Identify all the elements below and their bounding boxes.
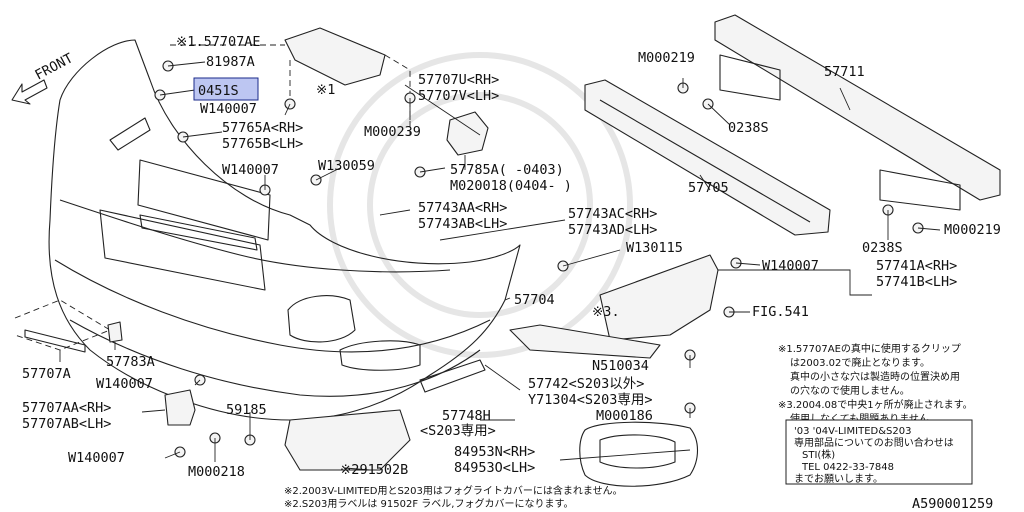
label-0451s: 0451S: [198, 83, 239, 99]
label-w140007-c: W140007: [762, 258, 819, 274]
label-57765b: 57765B<LH>: [222, 136, 303, 152]
label-57707a: 57707A: [22, 366, 71, 382]
label-57748h: 57748H: [442, 408, 491, 424]
svg-text:※3.2004.08で中央1ヶ所が廃止されます。: ※3.2004.08で中央1ヶ所が廃止されます。: [778, 398, 973, 411]
highlight-0451s: [193, 77, 259, 101]
front-arrow-icon: [11, 79, 48, 105]
label-m020018: M020018(0404- ): [450, 178, 572, 194]
label-fig541: FIG.541: [752, 304, 809, 320]
bracket-57707aa: [164, 389, 196, 426]
label-57707ae: ※1.57707AE: [176, 34, 260, 50]
label-57707v: 57707V<LH>: [418, 88, 499, 104]
label-57711: 57711: [824, 64, 865, 80]
label-note1-mark: ※1: [316, 82, 335, 98]
side-strip-57748h: [419, 359, 486, 393]
label-m000219-top: M000219: [638, 50, 695, 66]
label-57707aa: 57707AA<RH>: [22, 400, 111, 416]
label-81987a: 81987A: [206, 54, 255, 70]
label-57743ac: 57743AC<RH>: [568, 206, 657, 222]
watermark-emblem: [327, 52, 633, 358]
grille-strip: [137, 159, 271, 241]
label-57785a: 57785A( -0403): [450, 162, 564, 178]
label-w140007-e: W140007: [68, 450, 125, 466]
label-57783a: 57783A: [106, 354, 155, 370]
label-57707u: 57707U<RH>: [418, 72, 499, 88]
fog-cover-84953: [579, 421, 699, 487]
front-label: FRONT: [32, 50, 75, 83]
label-m000186: M000186: [596, 408, 653, 424]
label-291502b: ※291502B: [340, 462, 408, 478]
label-59185: 59185: [226, 402, 267, 418]
leader-lines: [59, 61, 941, 471]
label-w140007-b: W140007: [222, 162, 279, 178]
label-s203-only: <S203専用>: [420, 423, 496, 439]
label-57742: 57742<S203以外>: [528, 376, 644, 392]
label-57707ab: 57707AB<LH>: [22, 416, 111, 432]
label-57705: 57705: [688, 180, 729, 196]
label-w140007-a: W140007: [200, 101, 257, 117]
svg-text:※2.S203用ラベルは 91502F ラベル,フォグカバー: ※2.S203用ラベルは 91502F ラベル,フォグカバーになります。: [284, 497, 573, 510]
bumper-cover-57704: [48, 39, 521, 421]
label-m000218: M000218: [188, 464, 245, 480]
svg-text:※1.57707AEの真中に使用するクリップ: ※1.57707AEの真中に使用するクリップ: [778, 342, 961, 355]
svg-text:までお願いします。: までお願いします。: [794, 473, 883, 485]
label-0238s-top: 0238S: [728, 120, 769, 136]
label-57743ab: 57743AB<LH>: [418, 216, 507, 232]
svg-text:真中の小さな穴は製造時の位置決め用: 真中の小さな穴は製造時の位置決め用: [790, 370, 960, 383]
lip-57742: [509, 324, 661, 359]
notes-right: ※1.57707AEの真中に使用するクリップ は2003.02で廃止となります。…: [778, 342, 973, 425]
label-n510034: N510034: [592, 358, 649, 374]
label-w130059: W130059: [318, 158, 375, 174]
label-0238s-bot: 0238S: [862, 240, 903, 256]
lower-grille-piece: [284, 409, 411, 471]
label-57704: 57704: [514, 292, 555, 308]
label-m000219-bot: M000219: [944, 222, 1001, 238]
label-57741b: 57741B<LH>: [876, 274, 957, 290]
absorber-57711: [714, 14, 1001, 211]
svg-text:の穴なので使用しません。: の穴なので使用しません。: [790, 384, 910, 397]
label-84953n: 84953N<RH>: [454, 444, 535, 460]
label-m000239: M000239: [364, 124, 421, 140]
sti-contact-box: '03 '04V-LIMITED&S203 専用部品についてのお問い合わせは S…: [785, 419, 973, 485]
label-w140007-d: W140007: [96, 376, 153, 392]
label-84953o: 84953O<LH>: [454, 460, 535, 476]
reinforcement-57705: [584, 79, 831, 236]
label-note3-mark: ※3.: [592, 304, 620, 320]
clip-57783a: [107, 321, 123, 343]
label-y71304: Y71304<S203専用>: [528, 392, 653, 408]
svg-text:TEL 0422-33-7848: TEL 0422-33-7848: [801, 462, 894, 473]
svg-text:専用部品についてのお問い合わせは: 専用部品についてのお問い合わせは: [794, 436, 954, 449]
svg-text:※2.2003V-LIMITED用とS203用はフォグライト: ※2.2003V-LIMITED用とS203用はフォグライトカバーには含まれませ…: [284, 484, 623, 497]
svg-text:STI(株): STI(株): [802, 448, 835, 461]
side-bracket-57707u: [446, 111, 489, 156]
svg-text:'03 '04V-LIMITED&S203: '03 '04V-LIMITED&S203: [794, 426, 911, 437]
label-57765a: 57765A<RH>: [222, 120, 303, 136]
center-bracket-57707ae: [284, 27, 386, 86]
footnotes: ※2.2003V-LIMITED用とS203用はフォグライトカバーには含まれませ…: [284, 484, 623, 510]
diagram-id: A590001259: [912, 496, 993, 512]
svg-text:は2003.02で廃止となります。: は2003.02で廃止となります。: [790, 356, 930, 369]
label-57743ad: 57743AD<LH>: [568, 222, 657, 238]
label-57741a: 57741A<RH>: [876, 258, 957, 274]
label-57743aa: 57743AA<RH>: [418, 200, 507, 216]
bracket-57707a: [24, 329, 86, 353]
label-w130115: W130115: [626, 240, 683, 256]
